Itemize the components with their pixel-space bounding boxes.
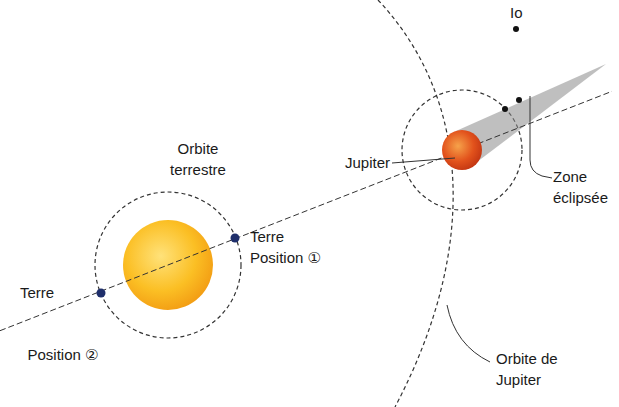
io-position — [513, 26, 519, 32]
position-label: Position ② — [26, 344, 100, 365]
leader-line — [447, 305, 490, 362]
io-eclipse-dot — [516, 97, 522, 103]
jupiter — [442, 130, 482, 170]
zone-label: Zone éclipsée — [553, 166, 615, 208]
orbit-label: Orbite de Jupiter — [496, 348, 586, 390]
earth-position-2 — [97, 289, 106, 298]
alignment-line — [0, 91, 612, 330]
earth-label: Terre — [20, 282, 80, 303]
orbit-label: Orbite terrestre — [158, 138, 238, 180]
earth-position-1 — [231, 234, 240, 243]
io-orbit — [402, 90, 522, 210]
leader-line — [530, 96, 552, 178]
io-dot — [502, 106, 508, 112]
planet-label: Jupiter — [322, 152, 390, 173]
jupiter-orbit — [378, 0, 453, 407]
leader-line — [392, 158, 455, 163]
moon-label: Io — [510, 2, 550, 23]
earth-position-label: Terre Position ① — [250, 226, 332, 268]
